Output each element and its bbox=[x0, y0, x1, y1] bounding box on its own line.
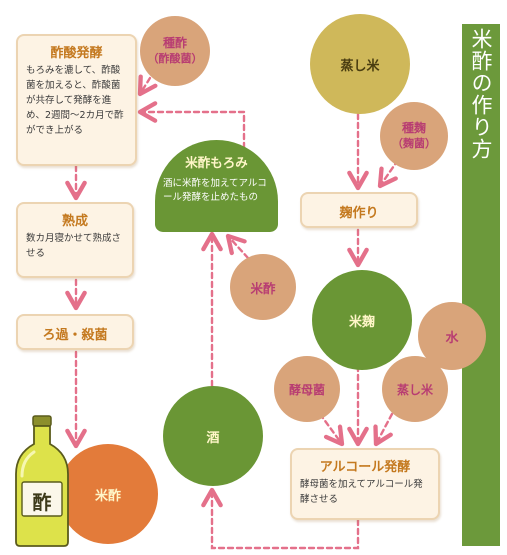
arrow-yeast-to-alcohol bbox=[318, 412, 345, 447]
yeast-circle: 酵母菌 bbox=[274, 356, 340, 422]
seed-koji-circle: 種麹 （麹菌） bbox=[380, 102, 448, 170]
vinegar-bottle-icon: 酢 bbox=[12, 414, 72, 548]
koji-making-title: 麹作り bbox=[339, 206, 379, 221]
moromi-title: 米酢もろみ bbox=[185, 155, 248, 170]
seed-koji-label: 種麹 bbox=[401, 121, 426, 135]
aging-text: 数カ月寝かせて熟成させる bbox=[26, 233, 122, 259]
arrow-vinegar-to-moromi bbox=[225, 233, 250, 260]
starter-vinegar-sub: （酢酸菌） bbox=[147, 52, 203, 65]
aging-box: 熟成 数カ月寝かせて熟成させる bbox=[16, 202, 134, 278]
steamed-rice-bottom-circle: 蒸し米 bbox=[382, 356, 448, 422]
acetic-fermentation-text: もろみを漉して、酢酸菌を加えると、酢酸菌が共存して発酵を進め、2週間〜2カ月で酢… bbox=[26, 65, 124, 136]
rice-vinegar-input-label: 米酢 bbox=[250, 280, 276, 296]
rice-koji-circle: 米麹 bbox=[312, 270, 412, 370]
steamed-rice-top-circle: 蒸し米 bbox=[310, 14, 410, 114]
steamed-rice-top-label: 蒸し米 bbox=[340, 58, 380, 74]
rice-vinegar-product-label: 米酢 bbox=[94, 488, 121, 504]
aging-title: 熟成 bbox=[61, 214, 88, 229]
alcohol-fermentation-text: 酵母菌を加えてアルコール発酵させる bbox=[300, 479, 423, 505]
rice-vinegar-product-circle: 米酢 bbox=[58, 444, 158, 544]
filter-sterilize-title: ろ過・殺菌 bbox=[42, 328, 108, 343]
starter-vinegar-circle: 種酢 （酢酸菌） bbox=[140, 16, 210, 86]
arrow-starter-to-acetic bbox=[137, 74, 158, 97]
moromi-text: 酒に米酢を加えてアルコール発酵を止めたもの bbox=[163, 178, 267, 203]
filter-sterilize-box: ろ過・殺菌 bbox=[16, 314, 134, 350]
title-bar: 米酢の作り方 bbox=[462, 24, 500, 546]
bottle-label: 酢 bbox=[32, 492, 52, 514]
alcohol-fermentation-box: アルコール発酵 酵母菌を加えてアルコール発酵させる bbox=[290, 448, 440, 520]
sake-circle: 酒 bbox=[163, 386, 263, 486]
acetic-fermentation-title: 酢酸発酵 bbox=[50, 46, 103, 61]
seed-koji-sub: （麹菌） bbox=[392, 137, 436, 150]
alcohol-fermentation-title: アルコール発酵 bbox=[319, 460, 411, 475]
yeast-label: 酵母菌 bbox=[288, 382, 325, 397]
arrow-steamed2-to-alcohol bbox=[373, 412, 394, 447]
steamed-rice-bottom-label: 蒸し米 bbox=[396, 382, 433, 397]
acetic-fermentation-box: 酢酸発酵 もろみを漉して、酢酸菌を加えると、酢酸菌が共存して発酵を進め、2週間〜… bbox=[16, 34, 137, 166]
water-label: 水 bbox=[445, 330, 459, 346]
rice-vinegar-input-circle: 米酢 bbox=[230, 254, 296, 320]
rice-koji-label: 米麹 bbox=[348, 314, 375, 330]
sake-label: 酒 bbox=[206, 430, 220, 446]
arrow-alcohol-to-sake bbox=[201, 487, 360, 550]
starter-vinegar-label: 種酢 bbox=[162, 36, 187, 50]
arrow-moromi-to-acetic bbox=[137, 101, 246, 150]
koji-making-box: 麹作り bbox=[300, 192, 418, 228]
rice-vinegar-moromi: 米酢もろみ 酒に米酢を加えてアルコール発酵を止めたもの bbox=[155, 140, 278, 232]
page-title: 米酢の作り方 bbox=[469, 28, 493, 160]
